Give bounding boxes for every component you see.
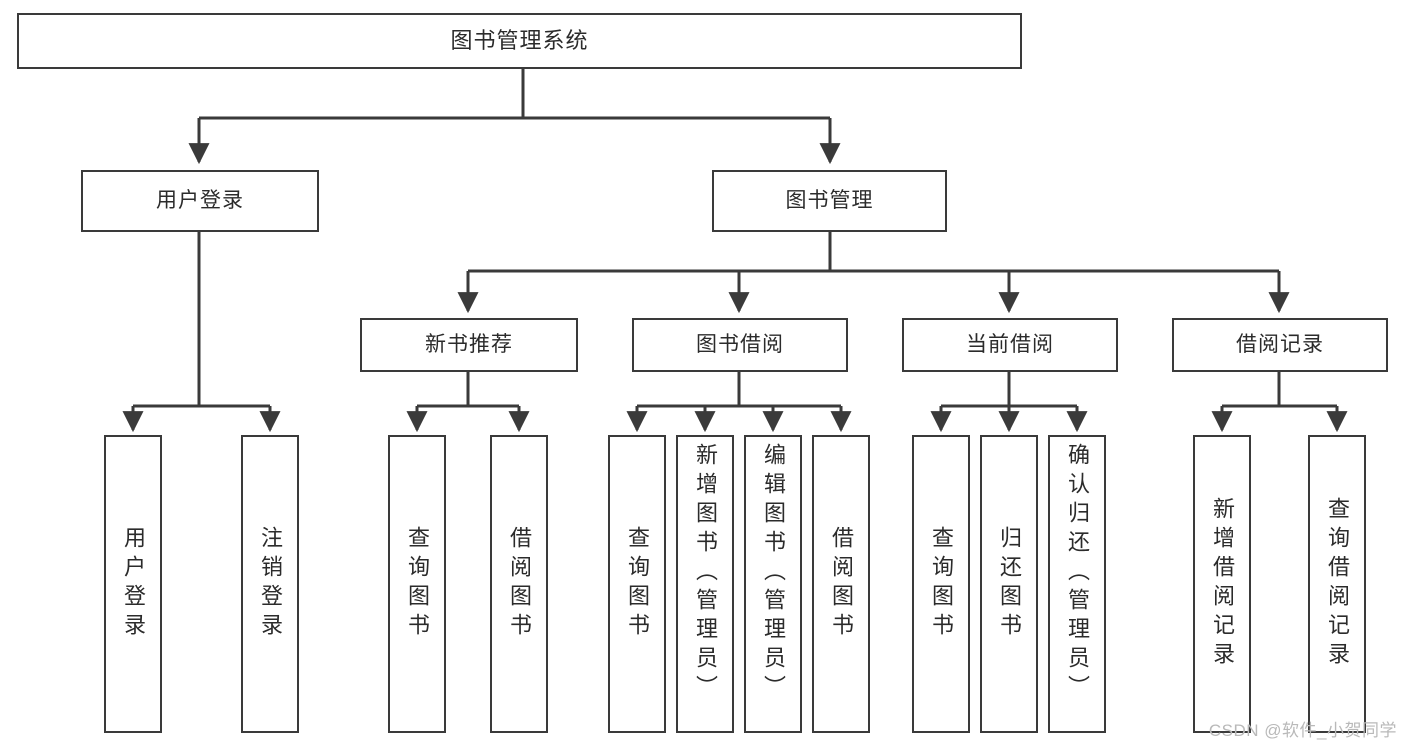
leaf-logout[interactable]: 注销登录 [241, 435, 299, 733]
node-label: 借阅记录 [1236, 333, 1324, 357]
leaf-add-book-admin[interactable]: 新增图书（管理员） [676, 435, 734, 733]
node-label: 图书管理系统 [450, 27, 589, 53]
node-label: 查询图书 [625, 526, 650, 642]
node-label: 新增借阅记录 [1210, 497, 1235, 671]
node-label: 查询图书 [405, 526, 430, 642]
node-label: 借阅图书 [507, 526, 532, 642]
leaf-confirm-return-admin[interactable]: 确认归还（管理员） [1048, 435, 1106, 733]
node-label: 图书管理 [785, 189, 874, 213]
node-book-borrow[interactable]: 图书借阅 [632, 318, 848, 372]
leaf-add-borrow-record[interactable]: 新增借阅记录 [1193, 435, 1251, 733]
node-label: 确认归还（管理员） [1065, 443, 1090, 704]
node-current-borrow[interactable]: 当前借阅 [902, 318, 1118, 372]
node-label: 当前借阅 [966, 333, 1054, 357]
node-label: 借阅图书 [829, 526, 854, 642]
leaf-borrow-book-recommend[interactable]: 借阅图书 [490, 435, 548, 733]
node-label: 用户登录 [121, 526, 146, 642]
csdn-watermark: CSDN @软件_小贺同学 [1208, 721, 1397, 740]
node-book-management[interactable]: 图书管理 [712, 170, 947, 232]
leaf-query-borrow-record[interactable]: 查询借阅记录 [1308, 435, 1366, 733]
node-label: 注销登录 [258, 526, 283, 642]
node-label: 新书推荐 [425, 333, 513, 357]
node-label: 查询借阅记录 [1325, 497, 1350, 671]
node-label: 用户登录 [156, 189, 244, 213]
node-borrow-records[interactable]: 借阅记录 [1172, 318, 1388, 372]
node-label: 编辑图书（管理员） [761, 443, 786, 704]
node-new-book-recommend[interactable]: 新书推荐 [360, 318, 578, 372]
leaf-user-login[interactable]: 用户登录 [104, 435, 162, 733]
node-label: 图书借阅 [696, 333, 784, 357]
node-label: 查询图书 [929, 526, 954, 642]
node-root-book-management-system[interactable]: 图书管理系统 [17, 13, 1022, 69]
leaf-return-book[interactable]: 归还图书 [980, 435, 1038, 733]
node-label: 归还图书 [997, 526, 1022, 642]
node-label: 新增图书（管理员） [693, 443, 718, 704]
node-user-login[interactable]: 用户登录 [81, 170, 319, 232]
leaf-query-book-borrow[interactable]: 查询图书 [608, 435, 666, 733]
leaf-edit-book-admin[interactable]: 编辑图书（管理员） [744, 435, 802, 733]
leaf-query-book-recommend[interactable]: 查询图书 [388, 435, 446, 733]
leaf-borrow-book[interactable]: 借阅图书 [812, 435, 870, 733]
leaf-query-book-current[interactable]: 查询图书 [912, 435, 970, 733]
